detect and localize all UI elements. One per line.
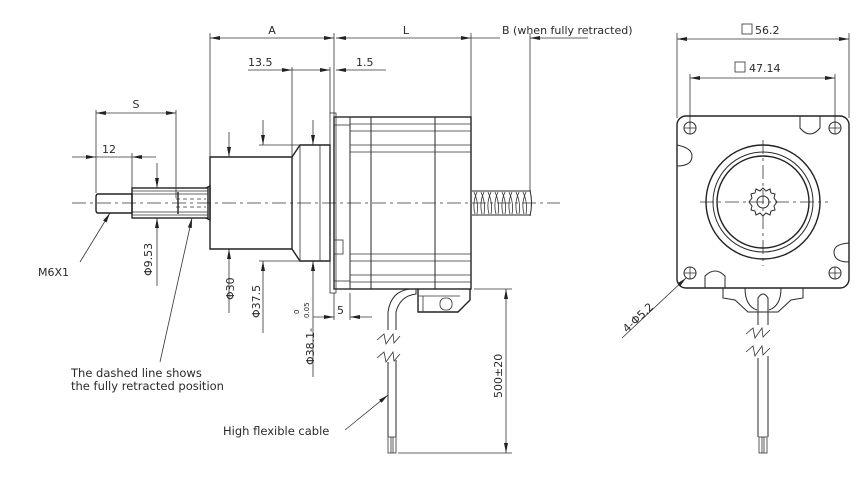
plate-notch <box>799 116 821 135</box>
mounting-hole <box>828 266 842 280</box>
cable-bracket <box>722 288 804 313</box>
dim-cable-length-label: 500±20 <box>492 354 505 398</box>
mounting-hole <box>828 121 842 135</box>
dim-L-label: L <box>403 24 410 37</box>
front-view: 56.2 47.14 <box>620 23 850 454</box>
lead-screw <box>472 189 532 217</box>
dim-13-5-label: 13.5 <box>248 56 273 69</box>
mounting-hole <box>683 121 697 135</box>
retracted-note-line1: The dashed line shows <box>70 366 202 380</box>
retracted-leader <box>159 217 193 363</box>
thread-leader <box>79 212 111 263</box>
dim-square-outer-label: 56.2 <box>755 24 780 37</box>
dim-dia38-tol-upper: 0 <box>293 310 301 314</box>
side-view: A L B (when fully retracted) 13.5 1.5 S … <box>38 24 633 454</box>
splined-shaft <box>131 184 211 222</box>
cable-leader <box>344 394 389 431</box>
dim-dia38-label: Φ38.1- <box>304 328 317 365</box>
motor-body <box>333 116 472 290</box>
cable-exit <box>417 289 471 313</box>
cable <box>376 288 417 454</box>
square-symbol-icon <box>734 61 746 73</box>
plate-notch <box>676 144 693 167</box>
dim-S-label: S <box>133 98 140 111</box>
dim-dia37-label: Φ37.5 <box>250 285 263 318</box>
dim-square-inner-label: 47.14 <box>749 62 781 75</box>
holes-label: 4-Φ5.2 <box>620 300 656 335</box>
dim-12-label: 12 <box>102 143 116 156</box>
square-symbol-icon <box>741 23 753 35</box>
dim-B-label: B (when fully retracted) <box>502 24 633 37</box>
dim-5-label: 5 <box>337 304 344 317</box>
cable-grommet <box>757 293 769 312</box>
shaft-tip <box>95 193 133 214</box>
holes-leader <box>621 277 687 339</box>
dim-dia-shaft-label: Φ9.53 <box>142 243 155 276</box>
cable-break-icon <box>745 344 771 357</box>
dim-1-5-label: 1.5 <box>356 56 374 69</box>
thread-label: M6X1 <box>38 266 69 279</box>
plate-notch <box>704 270 726 288</box>
dim-dia38-tol-lower: 0.05 <box>303 302 311 318</box>
cable-break-icon <box>745 326 771 339</box>
mounting-hole <box>683 266 697 280</box>
flange-boss <box>209 112 337 294</box>
mounting-plate <box>676 115 850 289</box>
cable-end <box>758 436 768 454</box>
retracted-note-line2: the fully retracted position <box>71 379 224 393</box>
plate-notch <box>833 242 850 263</box>
dim-dia30-label: Φ30 <box>224 277 237 300</box>
cable-bracket-inner <box>744 287 782 311</box>
cable-note: High flexible cable <box>223 424 329 438</box>
dim-A-label: A <box>268 24 276 37</box>
